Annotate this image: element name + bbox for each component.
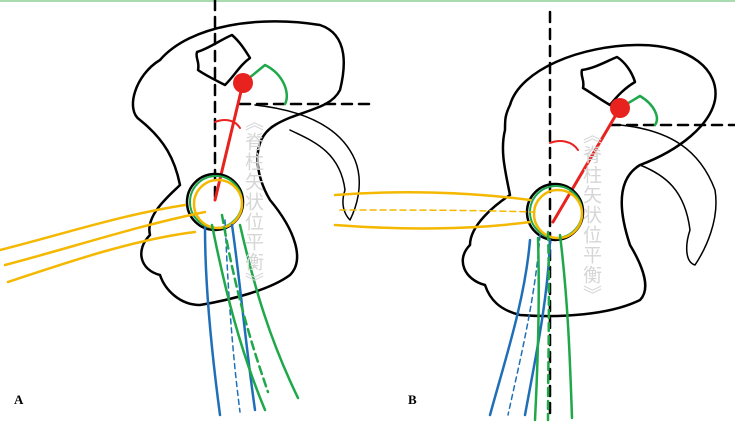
panel-label-a: A [14,392,24,407]
pelvis-outline [131,20,346,307]
panel-a-pelvis [0,0,374,417]
femur-green-lines [210,223,300,412]
leg-yellow-lines [0,203,207,284]
sacrum-outline [580,55,637,107]
ischium-line [254,104,361,221]
panel-label-b: B [408,392,417,407]
sacral-endplate-point [610,98,630,118]
ischium-line [619,124,717,266]
watermark: 《脊柱矢状位平衡》 [242,112,264,292]
sacral-endplate-point [233,73,253,93]
femoral-head-yellow [532,188,584,240]
pelvic-incidence-line [551,106,622,224]
watermark: 《脊柱矢状位平衡》 [580,125,602,305]
sacral-slope-angle [618,94,659,127]
femur-blue-lines [488,238,552,417]
pelvis-outline [461,43,717,318]
sacrum-outline [195,33,252,87]
femoral-head-yellow [192,178,244,230]
panel-b-pelvis [333,10,735,422]
pelvic-tilt-angle [214,119,241,129]
sacral-slope-angle [241,63,289,106]
leg-yellow-lines [333,191,532,230]
femur-green-lines [533,233,574,422]
pelvic-tilt-angle [549,140,579,151]
